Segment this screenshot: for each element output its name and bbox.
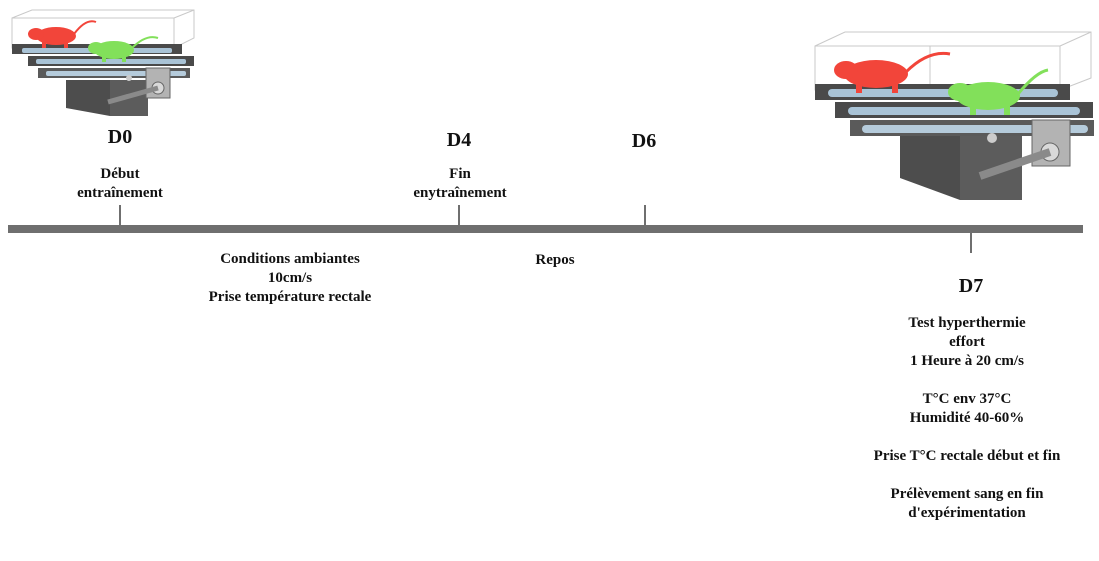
milestone-d7-day: D7 xyxy=(958,275,984,297)
treadmill-illustration-small xyxy=(11,9,195,116)
timeline-tick-d7 xyxy=(970,233,972,253)
phase-rest-label: Repos xyxy=(535,252,575,268)
milestone-d4-day: D4 xyxy=(446,129,472,151)
milestone-d0-label: Début entraînement xyxy=(40,165,200,203)
milestone-d0-label-line2: entraînement xyxy=(77,185,163,201)
rat-red-icon xyxy=(834,51,951,93)
timeline-tick-d4 xyxy=(458,205,460,225)
test-protocol-line7: Prélèvement sang en fin xyxy=(890,486,1044,502)
phase-training-line3: Prise température rectale xyxy=(208,289,372,305)
milestone-d4-label-line1: Fin xyxy=(449,166,471,182)
test-protocol-line1: Test hyperthermie xyxy=(908,315,1026,331)
milestone-d4-label-line2: enytraînement xyxy=(413,185,507,201)
treadmill-illustration-large xyxy=(814,31,1094,200)
milestone-d6-day: D6 xyxy=(631,130,657,152)
test-protocol-line3: 1 Heure à 20 cm/s xyxy=(910,353,1024,369)
test-protocol-line5: Humidité 40-60% xyxy=(909,410,1025,426)
milestone-d4-label: Fin enytraînement xyxy=(380,165,540,203)
test-protocol: Test hyperthermie effort 1 Heure à 20 cm… xyxy=(842,314,1092,523)
test-protocol-line4: T°C env 37°C xyxy=(922,391,1012,407)
timeline-axis xyxy=(8,225,1083,233)
test-protocol-line2: effort xyxy=(949,334,985,350)
test-protocol-line8: d'expérimentation xyxy=(908,505,1026,521)
timeline-tick-d6 xyxy=(644,205,646,225)
milestone-d0-day: D0 xyxy=(107,126,133,148)
phase-training-line2: 10cm/s xyxy=(267,270,313,286)
rat-green-icon xyxy=(88,36,159,62)
rat-green-icon xyxy=(948,68,1049,115)
milestone-d0-label-line1: Début xyxy=(100,166,140,182)
rat-red-icon xyxy=(28,20,97,48)
timeline-tick-d0 xyxy=(119,205,121,225)
phase-training-line1: Conditions ambiantes xyxy=(220,251,360,267)
phase-training-label: Conditions ambiantes 10cm/s Prise tempér… xyxy=(170,250,410,307)
test-protocol-line6: Prise T°C rectale début et fin xyxy=(873,448,1061,464)
